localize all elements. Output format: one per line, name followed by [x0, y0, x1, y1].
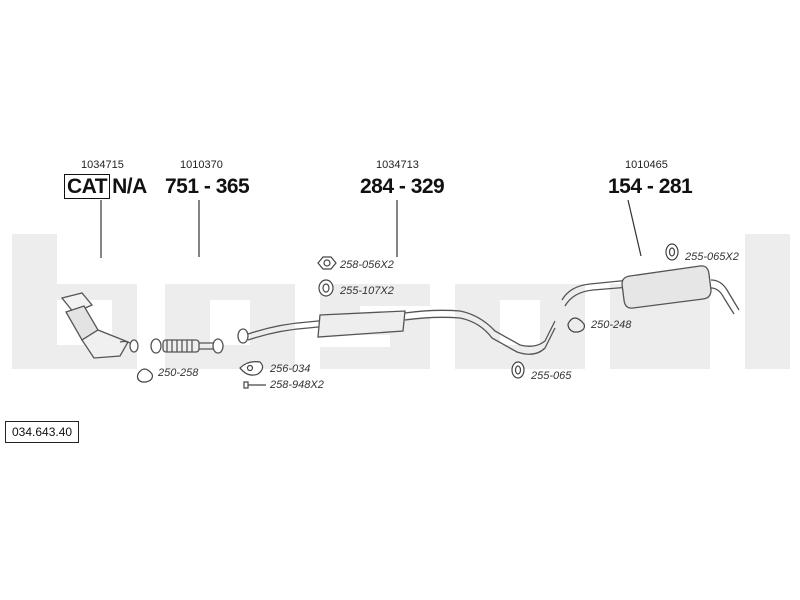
accessory-label: 250-248 — [591, 319, 632, 331]
accessory-label: 258-948X2 — [270, 379, 324, 391]
center-section — [237, 309, 556, 355]
product-code: 034.643.40 — [5, 421, 80, 443]
leader-lines — [100, 199, 642, 258]
accessory-label: 255-065X2 — [685, 251, 739, 263]
accessory-label: 255-107X2 — [340, 285, 394, 297]
accessory-label: 256-034 — [270, 363, 311, 375]
clamp-icon — [567, 317, 585, 333]
bolt-icon — [243, 381, 266, 389]
part-id-label: 1010465 — [625, 159, 668, 171]
accessory-label: 255-065 — [531, 370, 572, 382]
cat-badge: CAT — [64, 174, 111, 199]
part-id-label: 1034715 — [81, 159, 124, 171]
accessory-label: 250-258 — [158, 367, 199, 379]
part-id-label: 1010370 — [180, 159, 223, 171]
rubber-mount-icon — [318, 279, 334, 297]
gasket-icon — [239, 361, 264, 376]
front-pipe — [150, 338, 224, 354]
part-id-label: 1034713 — [376, 159, 419, 171]
catalytic-converter — [60, 292, 139, 359]
rear-silencer — [561, 265, 740, 315]
clamp-icon — [136, 368, 153, 383]
leader-line-154 — [627, 199, 642, 257]
accessory-label: 258-056X2 — [340, 259, 394, 271]
rubber-mount-icon — [665, 243, 679, 261]
part-number-label: 751 - 365 — [165, 175, 250, 198]
part-number-label: 284 - 329 — [360, 175, 445, 198]
part-number-label: 154 - 281 — [608, 175, 693, 198]
rubber-mount-icon — [511, 361, 525, 379]
nut-icon — [317, 256, 337, 270]
part-number-value: N/A — [112, 175, 147, 198]
